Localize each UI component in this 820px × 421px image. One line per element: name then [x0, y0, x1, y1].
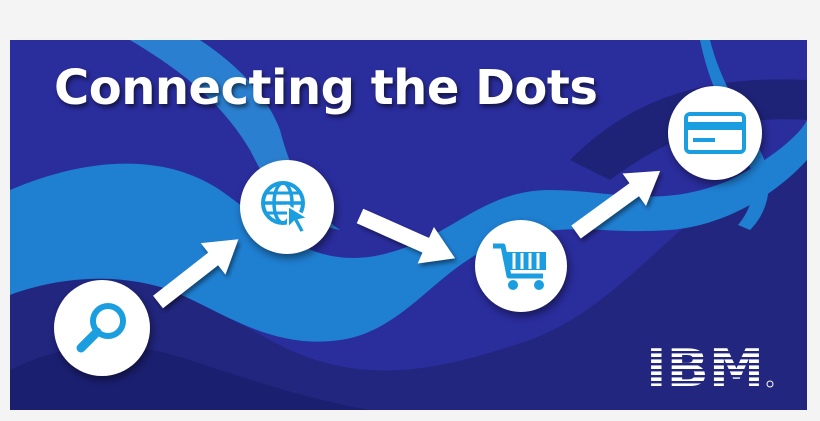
arrow-3: [571, 170, 661, 239]
shop-step: [475, 220, 567, 312]
credit-card-icon: [684, 112, 746, 154]
ibm-logo: IBM: [646, 339, 774, 399]
banner-title: Connecting the Dots: [54, 60, 598, 116]
arrow-2: [356, 208, 456, 264]
banner: Connecting the Dots: [10, 40, 807, 410]
browse-step: [240, 160, 334, 254]
search-step: [54, 280, 150, 376]
globe-cursor-icon: [261, 181, 311, 235]
pay-step: [668, 86, 762, 180]
arrow-1: [153, 239, 239, 309]
magnifier-search-icon: [76, 303, 126, 353]
shopping-cart-icon: [493, 243, 546, 290]
logo-text: IBM: [646, 340, 764, 390]
